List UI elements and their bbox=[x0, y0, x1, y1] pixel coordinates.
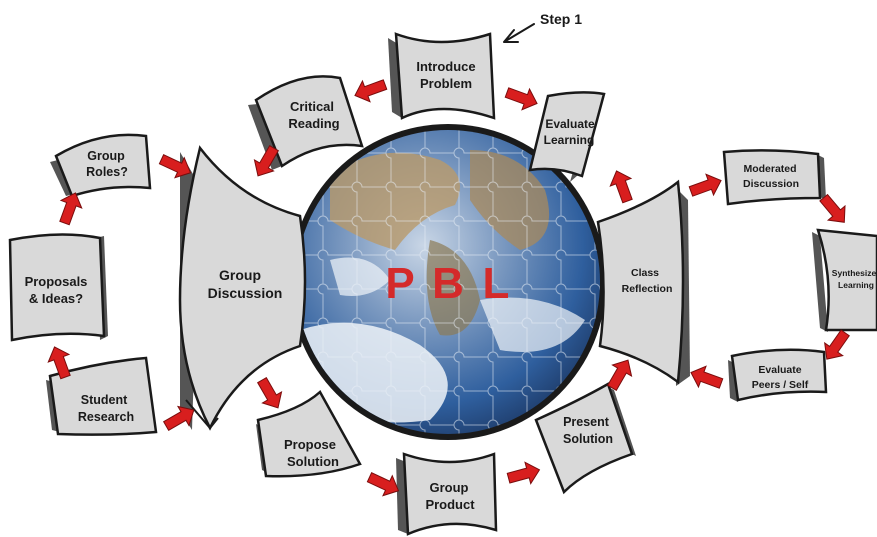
step-one-label: Step 1 bbox=[540, 11, 582, 27]
arrow-icon bbox=[256, 376, 283, 409]
arrow-icon bbox=[819, 193, 846, 223]
step-one-pointer: Step 1 bbox=[503, 11, 582, 43]
letter-l: L bbox=[483, 259, 510, 308]
letter-p: P bbox=[385, 259, 414, 308]
pointer-arrow-icon bbox=[503, 23, 535, 43]
step-proposals-ideas: Proposals& Ideas? bbox=[8, 233, 108, 342]
svg-text:Proposals& Ideas?: Proposals& Ideas? bbox=[25, 274, 88, 306]
globe bbox=[290, 124, 606, 440]
arrow-icon bbox=[606, 359, 633, 392]
arrow-icon bbox=[504, 87, 538, 111]
arrow-icon bbox=[59, 192, 83, 226]
arrow-icon bbox=[354, 79, 388, 103]
arrow-icon bbox=[158, 154, 192, 179]
pbl-letters: P B L bbox=[385, 259, 509, 308]
letter-b: B bbox=[432, 259, 464, 308]
arrow-icon bbox=[609, 170, 633, 204]
arrow-icon bbox=[688, 173, 722, 197]
arrow-icon bbox=[824, 329, 850, 360]
arrow-icon bbox=[253, 144, 280, 177]
arrow-icon bbox=[366, 472, 400, 497]
arrow-icon bbox=[506, 461, 541, 485]
arrow-icon bbox=[162, 405, 195, 432]
arrow-icon bbox=[47, 346, 71, 380]
arrow-icon bbox=[690, 365, 724, 389]
